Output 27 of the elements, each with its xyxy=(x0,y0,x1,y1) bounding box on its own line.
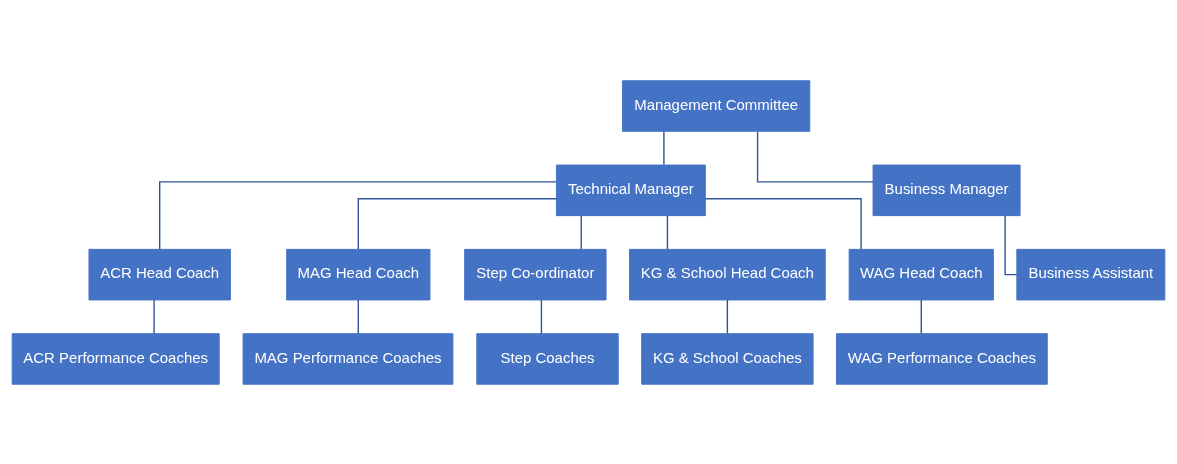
connector xyxy=(726,298,729,334)
node-box: MAG Performance Coaches xyxy=(242,332,454,385)
node-box: Business Manager xyxy=(872,164,1021,216)
connector xyxy=(357,298,359,334)
node-box: ACR Head Coach xyxy=(88,248,231,300)
connector xyxy=(540,298,543,334)
connector xyxy=(1004,214,1018,275)
connector xyxy=(357,197,558,250)
node-box: KG & School Coaches xyxy=(641,332,814,385)
node-box: Step Coaches xyxy=(476,332,619,385)
connector xyxy=(920,298,922,334)
connector xyxy=(666,214,669,250)
node-box: Business Assistant xyxy=(1016,248,1166,300)
node-box: Management Committee xyxy=(622,79,811,132)
connector xyxy=(663,130,665,165)
connector xyxy=(580,214,582,250)
connector xyxy=(159,180,557,250)
node-box: ACR Performance Coaches xyxy=(11,332,220,385)
node-box: WAG Head Coach xyxy=(848,248,994,300)
connector xyxy=(153,298,155,334)
connector xyxy=(756,130,874,183)
node-box: MAG Head Coach xyxy=(286,248,431,300)
connector xyxy=(704,197,862,250)
node-box: Step Co-ordinator xyxy=(464,248,607,300)
node-box: WAG Performance Coaches xyxy=(836,332,1048,385)
node-box: KG & School Head Coach xyxy=(629,248,826,300)
node-box: Technical Manager xyxy=(555,164,706,216)
